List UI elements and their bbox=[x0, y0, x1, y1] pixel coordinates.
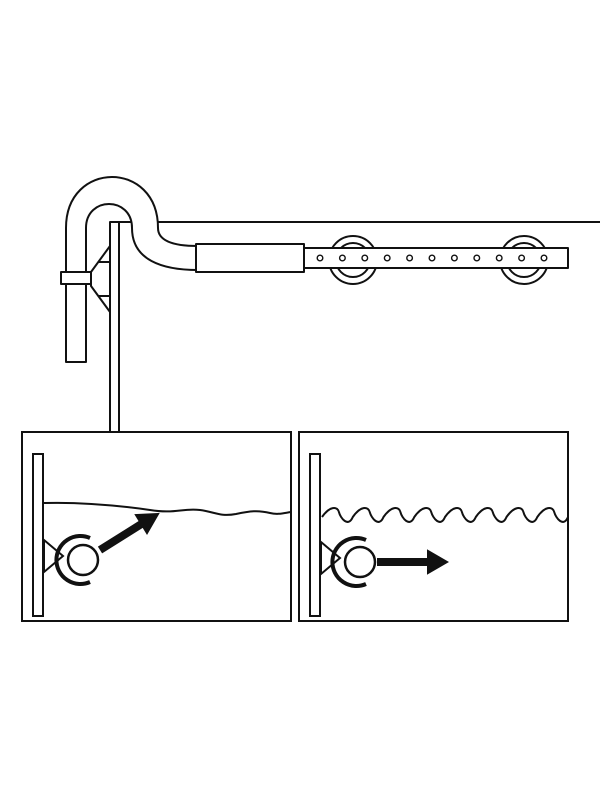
arrow-right-icon bbox=[377, 549, 449, 575]
spray-hole bbox=[338, 254, 346, 262]
pipe-connector bbox=[195, 243, 305, 273]
spray-bar bbox=[303, 247, 569, 269]
pipe-clip bbox=[60, 271, 92, 285]
spray-hole bbox=[383, 254, 391, 262]
suction-cup-icon bbox=[320, 539, 342, 577]
spray-hole bbox=[495, 254, 503, 262]
tank-wall bbox=[109, 221, 120, 433]
panel-horizontal-flow bbox=[298, 431, 569, 622]
spray-hole bbox=[428, 254, 436, 262]
spray-bar-assembly bbox=[60, 176, 600, 433]
spray-hole bbox=[361, 254, 369, 262]
nozzle-bracket bbox=[330, 536, 367, 588]
water-surface-rippled bbox=[321, 507, 569, 523]
spray-hole bbox=[473, 254, 481, 262]
nozzle-icon bbox=[66, 543, 100, 577]
suction-cup-icon bbox=[43, 537, 65, 575]
spray-bar-holes bbox=[316, 254, 548, 262]
nozzle-icon bbox=[343, 545, 377, 579]
water-surface-gentle bbox=[43, 501, 292, 516]
suction-cup-bracket bbox=[90, 245, 111, 313]
spray-hole bbox=[540, 254, 548, 262]
tank-wall-section bbox=[309, 453, 321, 617]
spray-hole bbox=[406, 254, 414, 262]
inlet-pipe bbox=[65, 176, 199, 363]
panel-angled-flow bbox=[21, 431, 292, 622]
spray-hole bbox=[518, 254, 526, 262]
panel-frame bbox=[298, 431, 569, 622]
nozzle-bracket bbox=[54, 534, 91, 586]
spray-hole bbox=[316, 254, 324, 262]
tank-wall-section bbox=[32, 453, 44, 617]
spray-hole bbox=[450, 254, 458, 262]
panel-frame bbox=[21, 431, 292, 622]
arrow-up-right-icon bbox=[97, 512, 160, 554]
